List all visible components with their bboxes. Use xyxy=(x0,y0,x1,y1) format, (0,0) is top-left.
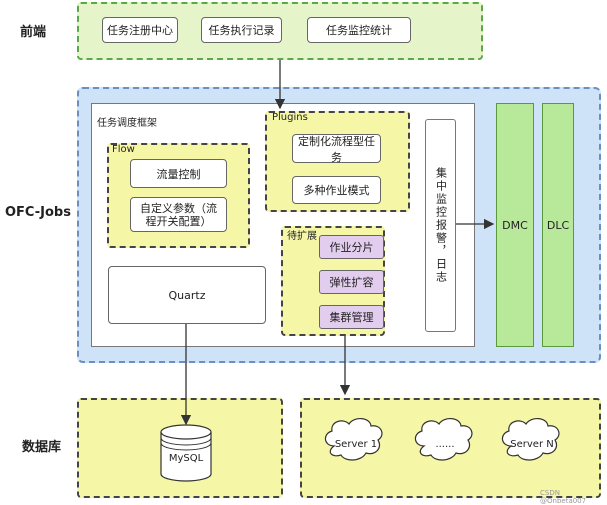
monitor-box: 集中监控报警，日志 xyxy=(425,119,456,332)
plugins-title: Plugins xyxy=(272,112,308,123)
flow-item-traffic-control: 流量控制 xyxy=(130,159,227,188)
watermark: CSDN @Onbeta007 xyxy=(540,489,587,505)
flow-item-custom-params: 自定义参数（流程开关配置） xyxy=(130,197,227,232)
mysql-label: MySQL xyxy=(169,453,204,464)
dlc-box: DLC xyxy=(542,103,574,347)
frontend-item-monitoring-stats: 任务监控统计 xyxy=(307,17,411,43)
monitor-label: 集中监控报警，日志 xyxy=(434,167,448,284)
flow-title: Flow xyxy=(112,144,135,155)
extend-title: 待扩展 xyxy=(287,231,317,242)
server-middle-cloud xyxy=(414,418,473,461)
mysql-cylinder xyxy=(160,424,212,482)
server-n-cloud xyxy=(501,418,560,461)
extend-item-elastic-scaling: 弹性扩容 xyxy=(319,270,384,294)
plugins-item-custom-flow-task: 定制化流程型任务 xyxy=(292,134,381,164)
row-label-frontend: 前端 xyxy=(20,25,47,40)
server-n-label: Server N xyxy=(510,439,553,450)
row-label-ofc-jobs: OFC-Jobs xyxy=(5,205,71,220)
server-1-cloud xyxy=(324,418,383,461)
plugins-item-job-modes: 多种作业模式 xyxy=(292,176,381,204)
extend-item-cluster-mgmt: 集群管理 xyxy=(319,305,384,329)
row-label-database: 数据库 xyxy=(22,440,62,455)
framework-title: 任务调度框架 xyxy=(97,118,157,129)
server-1-label: Server 1 xyxy=(335,439,377,450)
server-middle-label: ...... xyxy=(435,439,454,450)
frontend-item-task-registry: 任务注册中心 xyxy=(102,17,178,43)
dmc-box: DMC xyxy=(496,103,534,347)
frontend-item-execution-log: 任务执行记录 xyxy=(201,17,282,43)
quartz-box: Quartz xyxy=(108,266,266,324)
extend-item-sharding: 作业分片 xyxy=(319,235,384,259)
